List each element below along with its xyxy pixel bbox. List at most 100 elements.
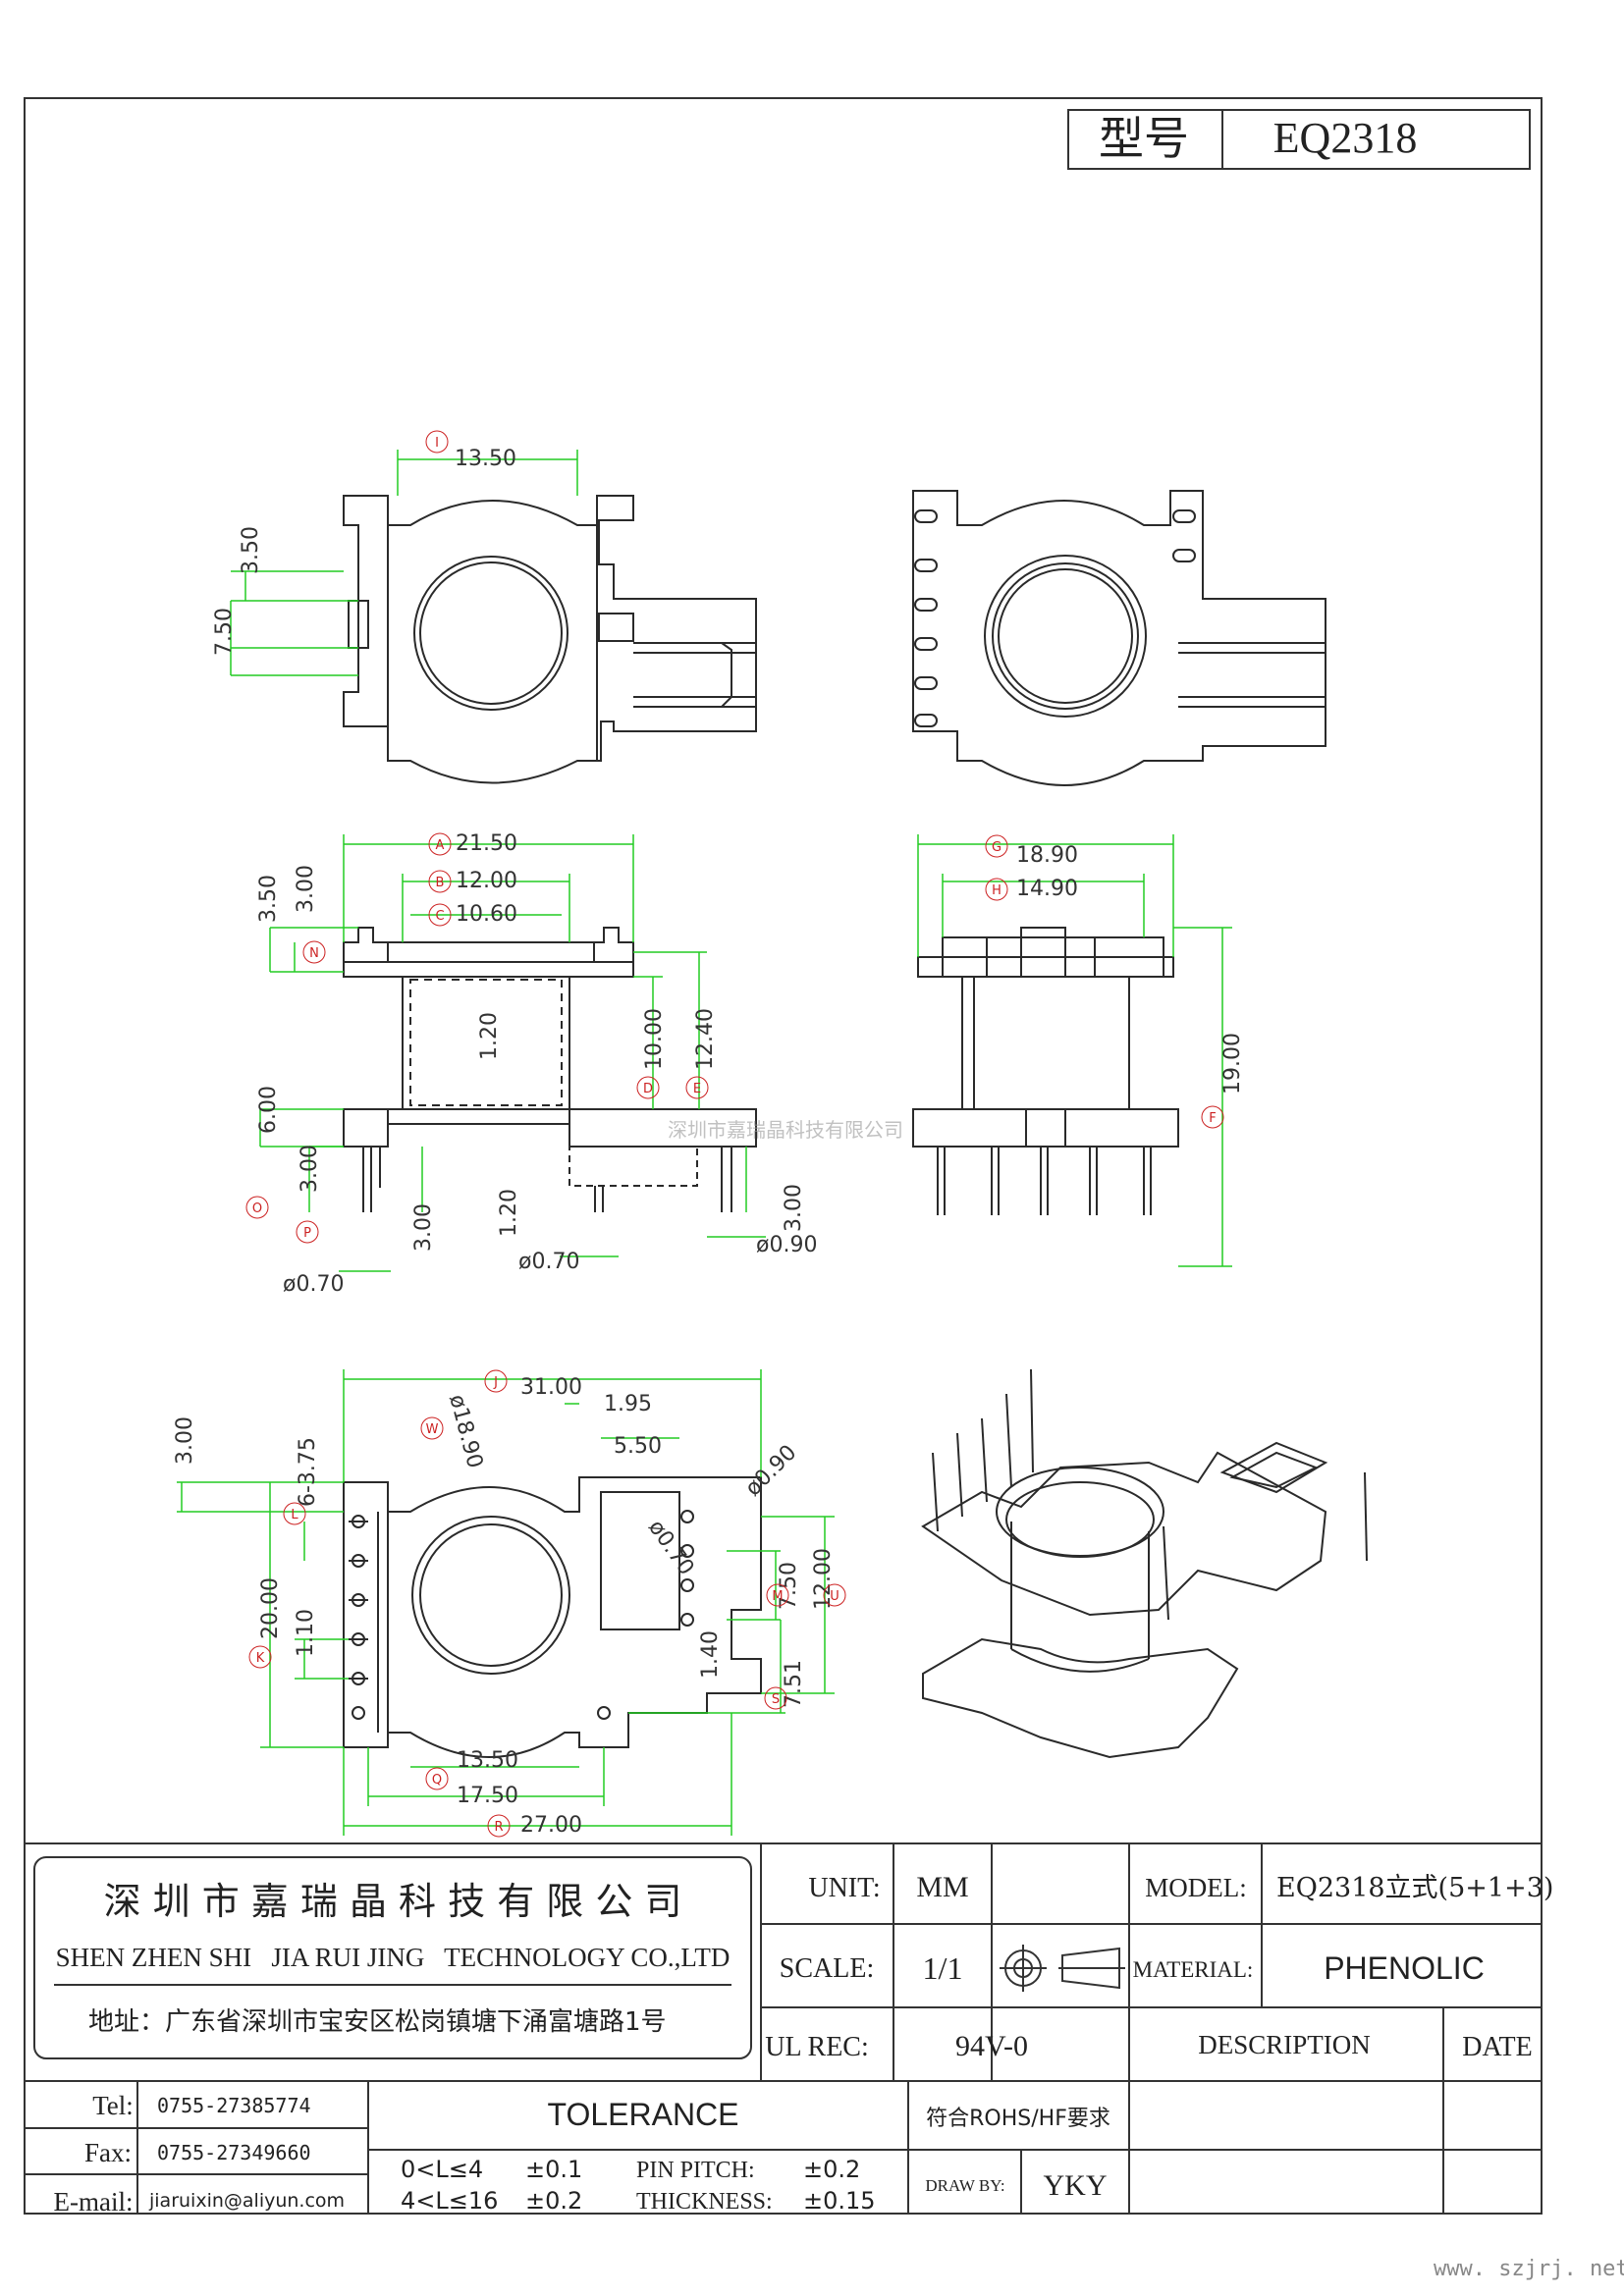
dim-d070c: ø0.70 bbox=[643, 1516, 698, 1579]
tolerance-row1-range: 0<L≤4 bbox=[401, 2156, 483, 2183]
contact-email-label: E-mail: bbox=[54, 2187, 134, 2216]
dim-e: 12.40 bbox=[693, 1008, 718, 1070]
site-url: www. szjrj. net bbox=[1434, 2257, 1624, 2281]
dim-b1350: 13.50 bbox=[457, 1748, 518, 1773]
marker-c: C bbox=[428, 903, 452, 927]
contact-email-value: jiaruixin@aliyun.com bbox=[148, 2190, 345, 2212]
dim-u: 12.00 bbox=[811, 1548, 836, 1610]
tolerance-row2-tol: ±0.2 bbox=[525, 2187, 582, 2215]
marker-l: L bbox=[283, 1502, 306, 1525]
dim-l: 6-3.75 bbox=[296, 1437, 320, 1507]
svg-text:J: J bbox=[493, 1375, 498, 1390]
dim-r300: 3.00 bbox=[782, 1184, 806, 1232]
marker-a: A bbox=[428, 832, 452, 856]
company-en: SHEN ZHEN SHI JIA RUI JING TECHNOLOGY CO… bbox=[56, 1943, 731, 1972]
svg-text:G: G bbox=[992, 840, 1001, 855]
marker-u: U bbox=[823, 1583, 846, 1607]
marker-e: E bbox=[685, 1076, 709, 1099]
svg-text:C: C bbox=[435, 909, 444, 924]
svg-text:F: F bbox=[1209, 1111, 1216, 1126]
material-label: MATERIAL: bbox=[1133, 1957, 1254, 1982]
svg-text:L: L bbox=[291, 1508, 298, 1522]
dim-k: 20.00 bbox=[258, 1577, 283, 1639]
dim-q: 17.50 bbox=[457, 1784, 518, 1808]
svg-text:O: O bbox=[252, 1201, 262, 1216]
tolerance-thick-tol: ±0.15 bbox=[803, 2187, 876, 2215]
marker-k: K bbox=[248, 1645, 272, 1669]
dim-p300b: 3.00 bbox=[411, 1203, 436, 1252]
dim-d070a: ø0.70 bbox=[283, 1272, 344, 1297]
dim-c: 10.60 bbox=[456, 902, 517, 927]
dim-b300: 3.00 bbox=[173, 1416, 197, 1465]
dim-b140: 1.40 bbox=[698, 1630, 723, 1679]
marker-o: O bbox=[245, 1196, 269, 1219]
tolerance-pitch-tol: ±0.2 bbox=[803, 2156, 860, 2183]
dim-b110: 1.10 bbox=[294, 1609, 318, 1657]
dim-r: 27.00 bbox=[520, 1813, 582, 1838]
svg-text:S: S bbox=[772, 1692, 780, 1707]
dim-h120a: 1.20 bbox=[477, 1012, 502, 1060]
dim-m: 7.50 bbox=[777, 1562, 801, 1610]
dim-o600: 6.00 bbox=[256, 1086, 281, 1134]
dim-i: 13.50 bbox=[455, 447, 516, 471]
dim-w550: 5.50 bbox=[614, 1434, 662, 1459]
dim-s: 7.51 bbox=[782, 1660, 806, 1708]
svg-text:R: R bbox=[494, 1820, 503, 1835]
rohs-note: 符合ROHS/HF要求 bbox=[926, 2107, 1110, 2131]
dim-p300: 3.00 bbox=[298, 1145, 322, 1193]
dim-f: 19.00 bbox=[1220, 1033, 1245, 1095]
bottom-view bbox=[343, 1476, 762, 1758]
sheet-border bbox=[24, 97, 1543, 2215]
dim-h: 14.90 bbox=[1016, 877, 1078, 901]
drawby-value: YKY bbox=[1044, 2169, 1108, 2202]
dim-s350: 3.50 bbox=[256, 875, 281, 923]
marker-r: R bbox=[487, 1814, 511, 1838]
svg-text:K: K bbox=[256, 1651, 265, 1666]
svg-text:Q: Q bbox=[432, 1773, 442, 1788]
contact-tel-label: Tel: bbox=[92, 2091, 134, 2120]
drawby-label: DRAW BY: bbox=[925, 2176, 1004, 2195]
marker-i: I bbox=[425, 430, 449, 454]
marker-q: Q bbox=[425, 1767, 449, 1790]
svg-text:P: P bbox=[303, 1226, 311, 1241]
tolerance-row2-range: 4<L≤16 bbox=[401, 2187, 498, 2215]
dim-d: 10.00 bbox=[642, 1008, 667, 1070]
unit-label: UNIT: bbox=[808, 1873, 880, 1903]
ul-label: UL REC: bbox=[765, 2032, 869, 2062]
dimension-lines bbox=[177, 450, 1232, 1836]
marker-m: M bbox=[766, 1583, 789, 1607]
isometric-view bbox=[921, 1368, 1368, 1759]
svg-text:N: N bbox=[309, 946, 319, 961]
marker-p: P bbox=[296, 1220, 319, 1244]
svg-text:H: H bbox=[992, 883, 1001, 898]
dimension-labels: 13.50 3.50 7.50 21.50 12.00 10.60 3.50 3… bbox=[173, 447, 1245, 1838]
svg-text:M: M bbox=[772, 1589, 783, 1604]
front-view-left bbox=[343, 927, 757, 1212]
description-label: DESCRIPTION bbox=[1198, 2030, 1371, 2059]
marker-s: S bbox=[764, 1686, 787, 1710]
model-box-value: EQ2318 bbox=[1273, 114, 1418, 162]
dim-w: ø18.90 bbox=[444, 1392, 487, 1470]
tolerance-row1-tol: ±0.1 bbox=[525, 2156, 582, 2183]
marker-w: W bbox=[420, 1416, 444, 1440]
scale-value: 1/1 bbox=[923, 1950, 963, 1986]
top-view-right bbox=[912, 490, 1326, 786]
date-label: DATE bbox=[1462, 2032, 1533, 2062]
material-value: PHENOLIC bbox=[1324, 1950, 1485, 1986]
svg-text:U: U bbox=[830, 1589, 839, 1604]
dim-d090: ø0.90 bbox=[756, 1233, 817, 1257]
svg-text:B: B bbox=[436, 876, 445, 890]
unit-value: MM bbox=[916, 1871, 968, 1903]
marker-f: F bbox=[1201, 1105, 1224, 1129]
title-block-text: 深 圳 市 嘉 瑞 晶 科 技 有 限 公 司 SHEN ZHEN SHI JI… bbox=[54, 1871, 1554, 2216]
tolerance-thick-label: THICKNESS: bbox=[636, 2189, 773, 2215]
dim-j: 31.00 bbox=[520, 1375, 582, 1400]
markers: I A B C N D E O P G H F J W L K M U S Q … bbox=[245, 430, 1224, 1838]
svg-text:E: E bbox=[693, 1082, 701, 1096]
model-value: EQ2318立式(5+1+3) bbox=[1276, 1873, 1553, 1903]
company-address: 地址：广东省深圳市宝安区松岗镇塘下涌富塘路1号 bbox=[88, 2007, 667, 2037]
marker-n: N bbox=[302, 940, 326, 964]
model-box: 型号 EQ2318 bbox=[1067, 109, 1531, 170]
tolerance-pitch-label: PIN PITCH: bbox=[636, 2158, 755, 2183]
